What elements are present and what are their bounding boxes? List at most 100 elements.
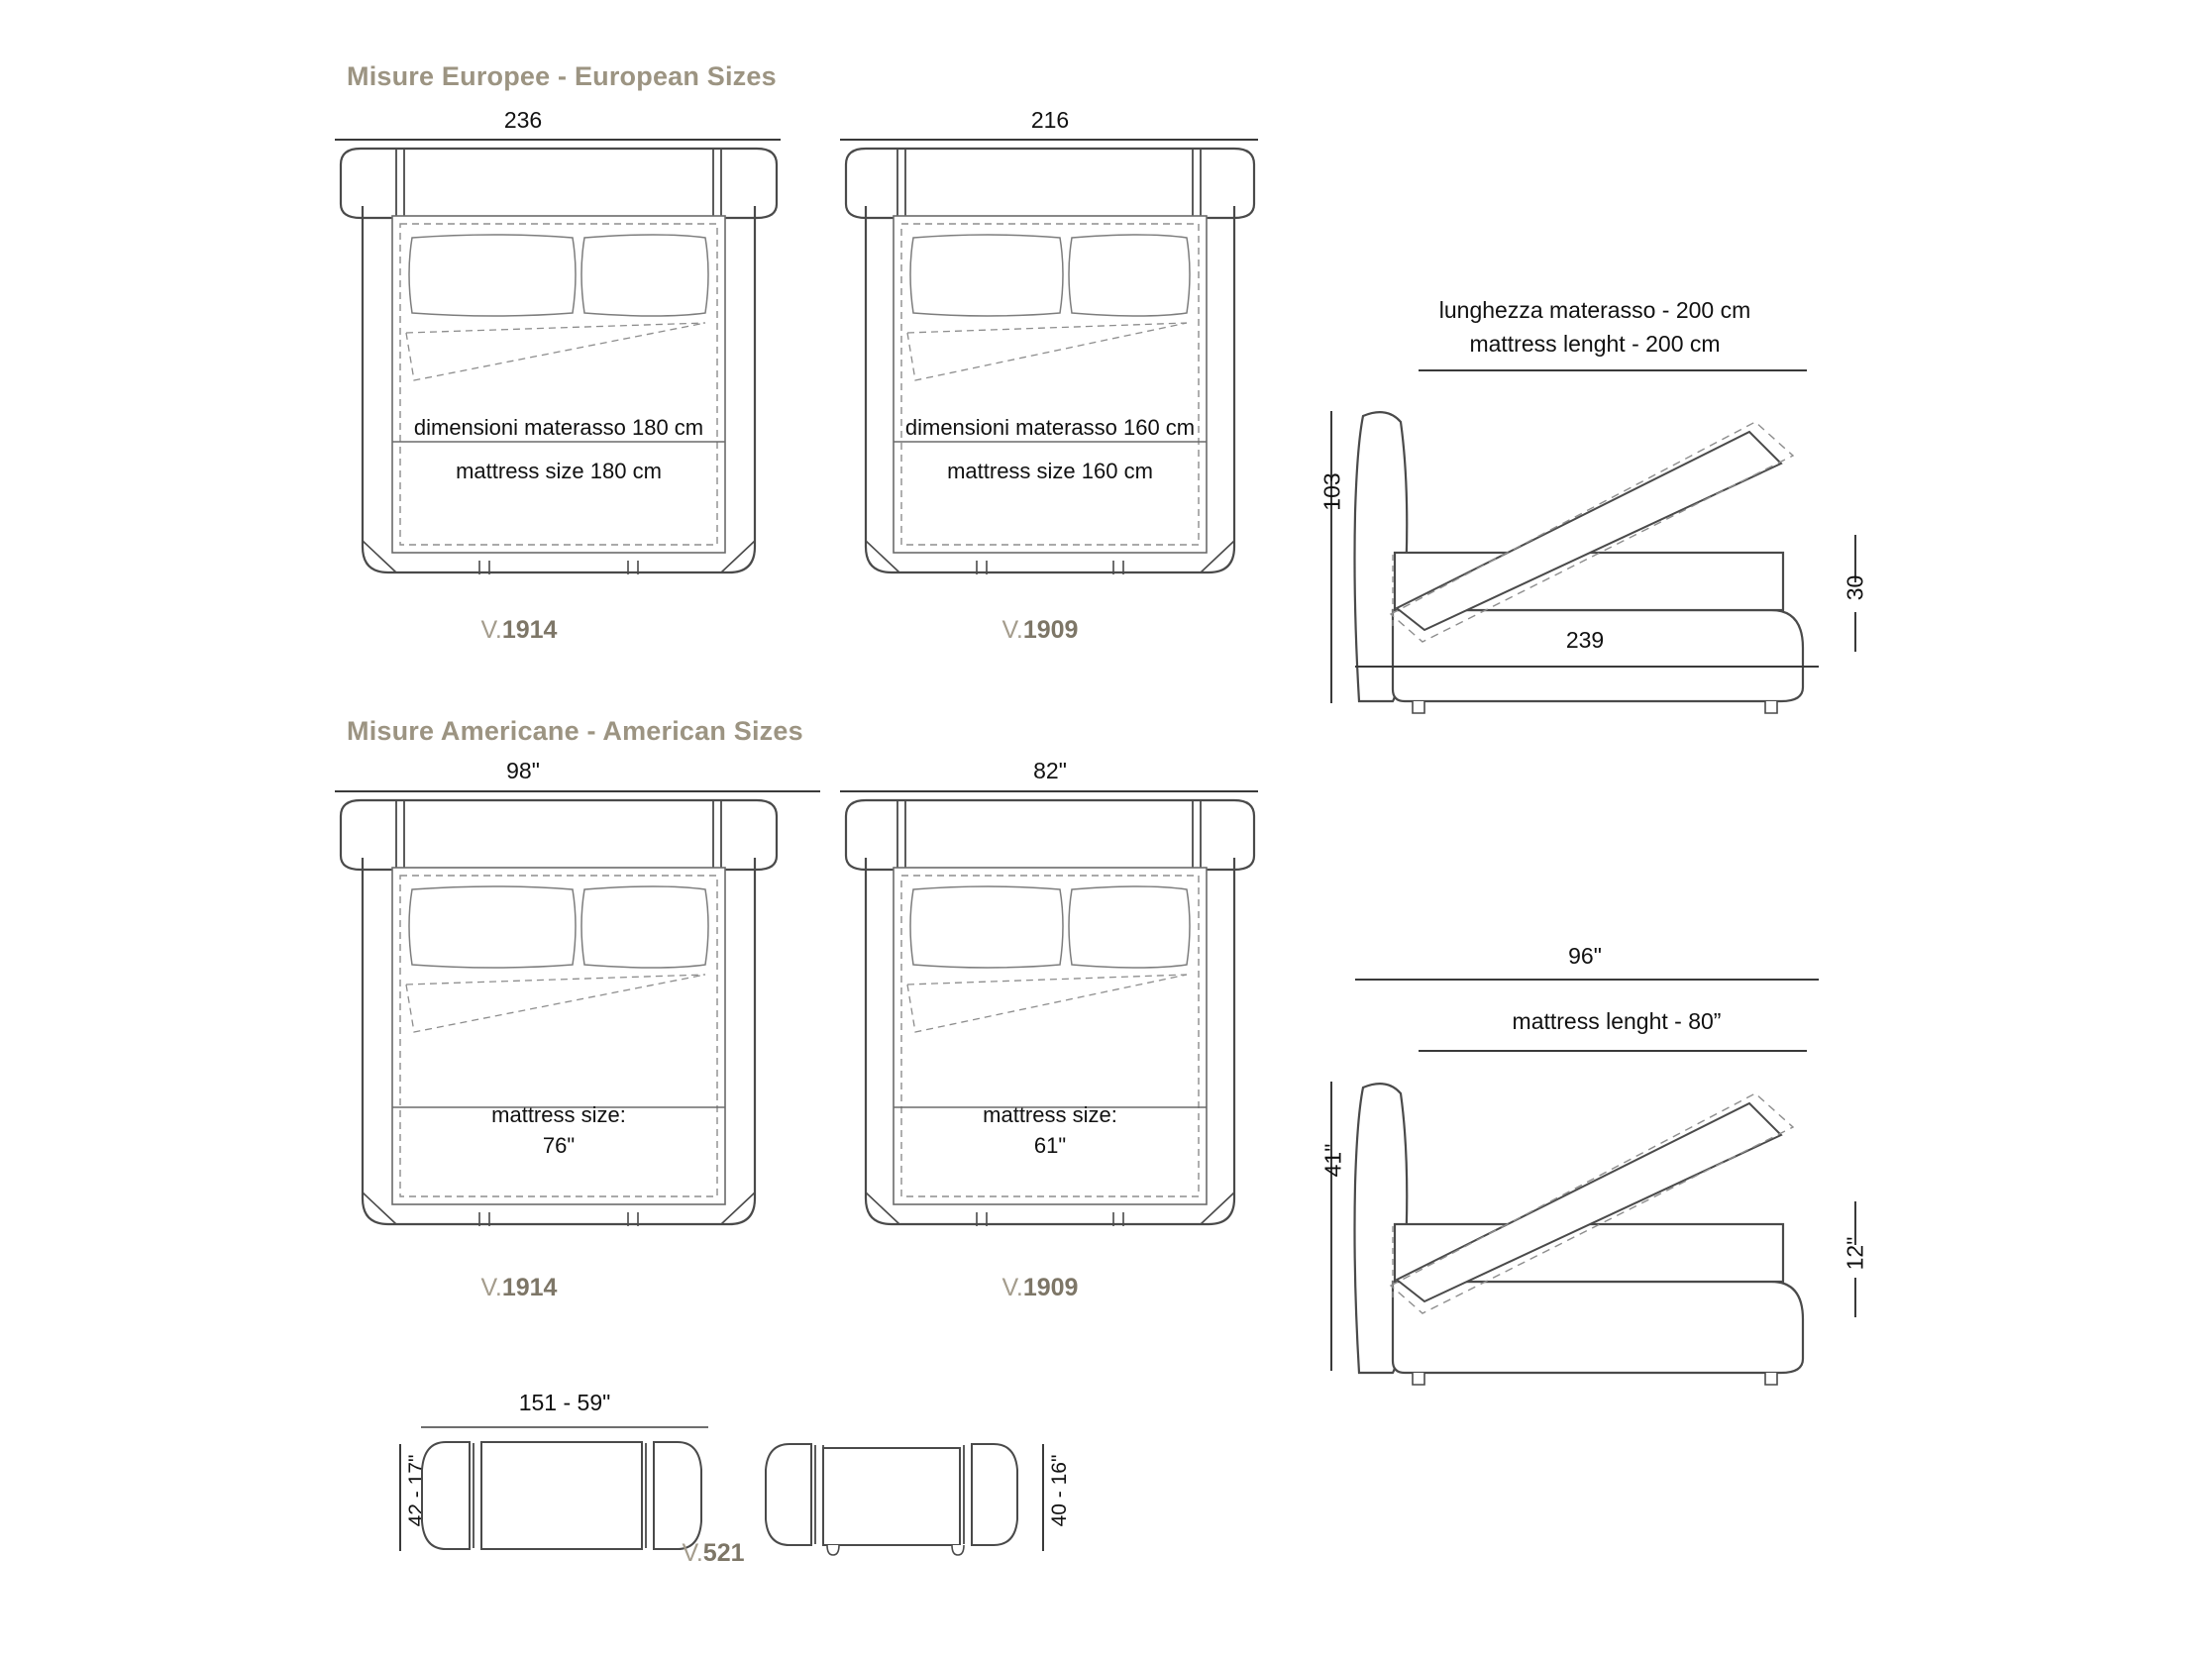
us-bed1-version-code: V.1914: [440, 1274, 598, 1302]
eu-side-mattress-length-line: [1419, 369, 1807, 371]
eu-bed1-mattress-label-en: mattress size 180 cm: [456, 459, 662, 483]
us-bed1-version-prefix: V.: [480, 1274, 502, 1301]
us-bed1-plan-drawing: [335, 798, 783, 1254]
section-heading-american: Misure Americane - American Sizes: [347, 716, 803, 746]
eu-bed2-width-dimension-line: [840, 139, 1258, 141]
mattress-dashed-outline: [399, 875, 718, 1197]
us-bed1-width-dimension: 98": [506, 758, 540, 783]
eu-side-mattress-length-en: mattress lenght - 200 cm: [1469, 331, 1721, 357]
pillow-right: [1068, 885, 1191, 969]
mattress-dashed-outline: [900, 875, 1200, 1197]
eu-side-length-dimension: 239: [1565, 627, 1605, 653]
eu-bed2-version-number: 1909: [1022, 616, 1079, 644]
pillow-left: [408, 885, 577, 969]
eu-side-length-dimension-line: [1355, 666, 1819, 668]
pillow-left: [909, 234, 1064, 317]
section-heading-european: Misure Europee - European Sizes: [347, 61, 777, 91]
duvet-fold-line-2: [906, 974, 1188, 1033]
foot-left: [1412, 1373, 1425, 1386]
us-bed2-version-prefix: V.: [1001, 1274, 1023, 1301]
duvet-fold-line-2: [906, 322, 1188, 381]
bench-version-code: V.521: [634, 1539, 792, 1568]
eu-bed2-version-code: V.1909: [961, 616, 1119, 645]
eu-bed2-mattress-label-en: mattress size 160 cm: [947, 459, 1153, 483]
bed-frame-outline: [864, 206, 1236, 574]
foot-right: [1764, 701, 1778, 714]
us-bed1-mattress-label-line2: 76": [542, 1133, 576, 1158]
headboard-outline: [844, 147, 1256, 220]
pillow-right: [1068, 234, 1191, 317]
duvet-fold-line-1: [405, 322, 706, 334]
bench-side-seat: [822, 1447, 961, 1546]
us-side-height-line-lower: [1330, 1206, 1332, 1371]
eu-bed1-plan-drawing: [335, 147, 783, 602]
duvet-fold-line-2: [405, 974, 706, 1033]
us-side-mattress-length-label: mattress lenght - 80”: [1512, 1008, 1722, 1034]
headboard-outline: [339, 798, 779, 872]
eu-bed1-version-number: 1914: [501, 616, 558, 644]
bench-right-depth-line: [1042, 1444, 1044, 1551]
bench-width-dimension-line: [421, 1426, 708, 1428]
bench-seat-center: [480, 1441, 643, 1550]
eu-bed1-version-prefix: V.: [480, 616, 502, 644]
bed-frame-outline: [361, 206, 757, 574]
us-bed1-mattress-label-line1: mattress size:: [491, 1102, 626, 1127]
headboard-outline: [339, 147, 779, 220]
bench-end-left: [421, 1441, 471, 1550]
bench-left-depth-line: [399, 1444, 401, 1551]
bench-plan-drawing: [416, 1438, 708, 1557]
eu-side-height-dim-line-lower: [1330, 535, 1332, 703]
us-side-height-line-upper: [1330, 1082, 1332, 1264]
bed-frame-outline: [361, 858, 757, 1226]
eu-bed1-width-dimension-line: [335, 139, 781, 141]
eu-side-height-dimension: 103: [1318, 472, 1345, 511]
us-bed2-version-code: V.1909: [961, 1274, 1119, 1302]
us-side-base-height-line-upper: [1854, 1201, 1856, 1245]
us-bed2-mattress-label-line1: mattress size:: [983, 1102, 1117, 1127]
mattress-slab-lifted: [1395, 1101, 1783, 1303]
us-side-mattress-length-line: [1419, 1050, 1807, 1052]
us-bed2-version-number: 1909: [1022, 1274, 1079, 1301]
us-side-elevation-drawing: [1345, 1076, 1860, 1393]
headboard-outline: [844, 798, 1256, 872]
pillow-left: [909, 885, 1064, 969]
foot-left: [1412, 701, 1425, 714]
eu-side-base-height-line-lower: [1854, 612, 1856, 652]
us-bed2-plan-drawing: [840, 798, 1260, 1254]
bench-side-drawing: [758, 1438, 1025, 1567]
mattress-dashed-outline: [399, 223, 718, 546]
bench-foot-left: [826, 1544, 840, 1556]
eu-side-base-height-line-upper: [1854, 535, 1856, 582]
us-bed2-width-dimension-line: [840, 790, 1258, 792]
us-side-height-dimension: 41": [1319, 1143, 1346, 1178]
mattress-lift-ghost-outline: [1389, 421, 1795, 643]
eu-side-mattress-length-it: lunghezza materasso - 200 cm: [1438, 297, 1751, 323]
eu-bed2-version-prefix: V.: [1001, 616, 1023, 644]
bed-frame-outline: [864, 858, 1236, 1226]
mattress-lift-ghost-outline: [1389, 1092, 1795, 1314]
eu-side-elevation-drawing: [1345, 404, 1860, 721]
bench-foot-right: [951, 1544, 965, 1556]
foot-right: [1764, 1373, 1778, 1386]
eu-bed1-width-dimension: 236: [503, 107, 543, 133]
duvet-fold-line-1: [405, 974, 706, 985]
bench-side-end-right: [971, 1443, 1018, 1546]
bench-version-number: 521: [702, 1539, 745, 1567]
us-bed2-width-dimension: 82": [1033, 758, 1067, 783]
bench-end-right: [653, 1441, 702, 1550]
us-bed2-mattress-label-line2: 61": [1033, 1133, 1067, 1158]
us-bed1-width-dimension-line: [335, 790, 820, 792]
eu-bed2-mattress-label-it: dimensioni materasso 160 cm: [904, 415, 1196, 440]
pillow-left: [408, 234, 577, 317]
eu-bed2-width-dimension: 216: [1030, 107, 1070, 133]
pillow-right: [580, 885, 709, 969]
mattress-slab-lifted: [1395, 430, 1783, 632]
eu-side-height-dim-line-upper: [1330, 411, 1332, 609]
bench-side-end-left: [765, 1443, 812, 1546]
us-bed1-version-number: 1914: [501, 1274, 558, 1301]
eu-bed1-mattress-label-it: dimensioni materasso 180 cm: [413, 415, 704, 440]
us-side-overall-length-dimension: 96": [1568, 943, 1602, 969]
bed-base-outline: [1391, 608, 1805, 703]
bed-base-outline: [1391, 1280, 1805, 1375]
